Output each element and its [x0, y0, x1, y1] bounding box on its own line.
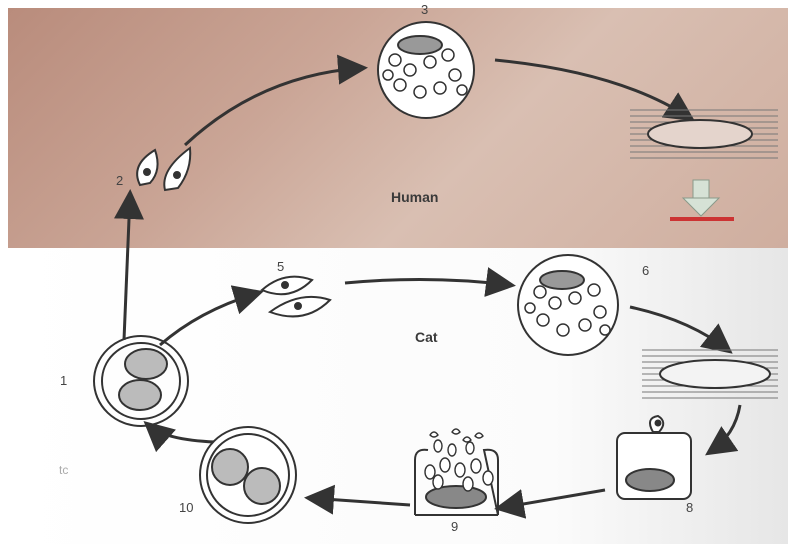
corner-mark: tc: [59, 463, 68, 477]
stage-6-cyst: [518, 255, 618, 355]
stage-7-muscle-cyst: [642, 350, 778, 398]
stage-4-muscle-cyst: [630, 110, 778, 158]
down-arrow-icon: [683, 180, 719, 216]
stage-3-cyst: [378, 22, 474, 118]
arrow-5-to-6: [345, 279, 510, 285]
arrow-1-to-5: [160, 293, 258, 345]
stage-8-intestinal-cell: [617, 416, 691, 499]
stage-10-label: 10: [179, 500, 193, 515]
cat-label: Cat: [415, 329, 438, 345]
stage-9-releasing-cell: [415, 429, 498, 515]
arrow-2-to-3: [185, 68, 362, 145]
arrow-3-to-4: [495, 60, 690, 118]
stage-1-label: 1: [60, 373, 67, 388]
stage-5-tachyzoites: [262, 277, 330, 317]
stage-3-label: 3: [421, 2, 428, 17]
stage-10-oocyst: [200, 427, 296, 523]
stage-9-label: 9: [451, 519, 458, 534]
arrow-9-to-10: [310, 498, 410, 505]
stage-8-label: 8: [686, 500, 693, 515]
stage-6-label: 6: [642, 263, 649, 278]
stage-5-label: 5: [277, 259, 284, 274]
stage-2-label: 2: [116, 173, 123, 188]
arrow-1-to-2: [124, 195, 130, 340]
stage-2-tachyzoites: [137, 148, 190, 190]
arrow-6-to-7: [630, 307, 728, 350]
red-bar: [670, 217, 734, 221]
stage-1-oocyst: [94, 336, 188, 426]
arrow-10-to-1: [148, 425, 215, 442]
human-label: Human: [391, 189, 438, 205]
arrow-8-to-9: [500, 490, 605, 508]
arrow-7-to-8: [710, 405, 740, 452]
